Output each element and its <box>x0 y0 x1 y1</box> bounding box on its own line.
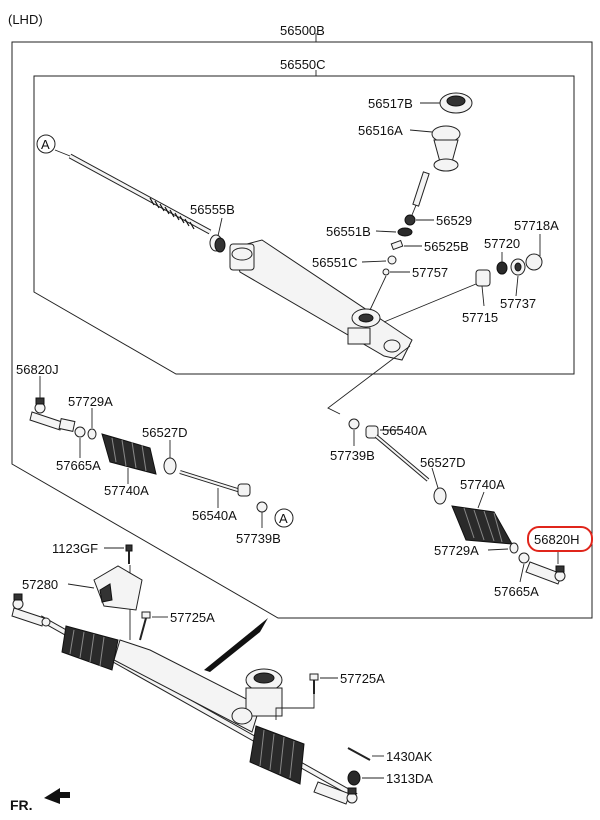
part-57725A-top-bolt <box>139 611 151 641</box>
part-56525B-label: 56525B <box>424 239 469 254</box>
part-57739B-right-washer <box>348 418 360 430</box>
part-56529-nut <box>404 214 416 226</box>
part-57739B-left-washer <box>256 501 268 513</box>
part-56820J-label: 56820J <box>16 362 59 377</box>
part-1313DA-label: 1313DA <box>386 771 433 786</box>
part-57740A-right-label: 57740A <box>460 477 505 492</box>
part-57740A-left-label: 57740A <box>104 483 149 498</box>
part-56517B-cap <box>439 92 473 114</box>
part-56555B-bushing <box>209 234 226 253</box>
part-1123GF-label: 1123GF <box>52 541 98 556</box>
assembled-left-tie-rod-end <box>11 593 51 627</box>
assembly-56500B-label: 56500B <box>280 23 325 38</box>
part-57737-label: 57737 <box>500 296 536 311</box>
part-56527D-left-ring <box>163 457 177 475</box>
part-56551B-label: 56551B <box>326 224 371 239</box>
part-56820J-tie-rod-end <box>29 397 76 432</box>
inner-assembly-frame <box>33 75 575 375</box>
part-57715-label: 57715 <box>462 310 498 325</box>
part-1430AK-pin <box>347 747 371 761</box>
part-56820H-label: 56820H <box>534 532 580 547</box>
rack-teeth <box>149 197 195 230</box>
part-56540A-right-tie-rod <box>365 425 430 482</box>
part-56516A-label: 56516A <box>358 123 403 138</box>
part-57725A-top-label: 57725A <box>170 610 215 625</box>
assembled-right-tie-rod-end <box>313 781 358 805</box>
front-arrow-icon <box>44 788 70 804</box>
assembled-gear-housing <box>38 615 358 799</box>
callout-a-inner-label: A <box>41 137 50 152</box>
part-56551C-nut <box>387 255 397 265</box>
part-56540A-right-label: 56540A <box>382 423 427 438</box>
part-57725A-mid-bolt <box>309 673 319 694</box>
callout-a-outer-label: A <box>279 511 288 526</box>
assembly-56550C-label: 56550C <box>280 57 326 72</box>
part-56540A-left-label: 56540A <box>192 508 237 523</box>
part-57665A-right-label: 57665A <box>494 584 539 599</box>
part-56820H-highlight <box>527 526 593 552</box>
part-57720-label: 57720 <box>484 236 520 251</box>
part-56525B-plug <box>390 239 404 251</box>
callout-a-outer <box>274 508 294 528</box>
part-57665A-left-nut <box>74 426 86 438</box>
part-57725A-mid-label: 57725A <box>340 671 385 686</box>
outer-assembly-frame <box>11 41 593 619</box>
part-57718A-label: 57718A <box>514 218 559 233</box>
part-1313DA-nut <box>347 770 361 786</box>
pinion-shaft <box>412 171 430 207</box>
part-56527D-left-label: 56527D <box>142 425 188 440</box>
part-57720 <box>496 261 508 275</box>
part-56540A-left-tie-rod <box>179 470 251 497</box>
part-1123GF-bolt <box>125 544 133 564</box>
part-57757-label: 57757 <box>412 265 448 280</box>
part-57729A-right-clip <box>509 542 519 554</box>
part-57729A-left-clip <box>87 428 97 440</box>
part-57740A-left-boot <box>101 433 157 475</box>
part-gear-housing <box>229 239 413 361</box>
part-56551C-label: 56551C <box>312 255 358 270</box>
part-57715-plug <box>475 269 491 287</box>
part-57757 <box>382 268 390 276</box>
part-56529-label: 56529 <box>436 213 472 228</box>
part-57280-cover <box>93 565 143 611</box>
part-57729A-right-label: 57729A <box>434 543 479 558</box>
part-57718A-ring <box>525 253 543 271</box>
part-56516A-cover <box>431 125 461 172</box>
part-56820H-tie-rod-end <box>525 561 566 585</box>
part-57740A-right-boot <box>451 505 513 545</box>
part-57665A-left-label: 57665A <box>56 458 101 473</box>
part-56551B-spring <box>397 227 413 237</box>
motion-indicator <box>204 618 268 672</box>
part-56517B-label: 56517B <box>368 96 413 111</box>
part-57729A-left-label: 57729A <box>68 394 113 409</box>
part-56555B-label: 56555B <box>190 202 235 217</box>
part-57739B-right-label: 57739B <box>330 448 375 463</box>
part-1430AK-label: 1430AK <box>386 749 433 764</box>
part-56527D-right-ring <box>433 487 447 505</box>
callout-a-inner <box>36 134 56 154</box>
part-57739B-left-label: 57739B <box>236 531 281 546</box>
part-57665A-right-nut <box>518 552 530 564</box>
part-57280-label: 57280 <box>22 577 58 592</box>
part-56527D-right-label: 56527D <box>420 455 466 470</box>
variant-label: (LHD) <box>8 12 43 27</box>
front-direction-label: FR. <box>10 797 33 813</box>
